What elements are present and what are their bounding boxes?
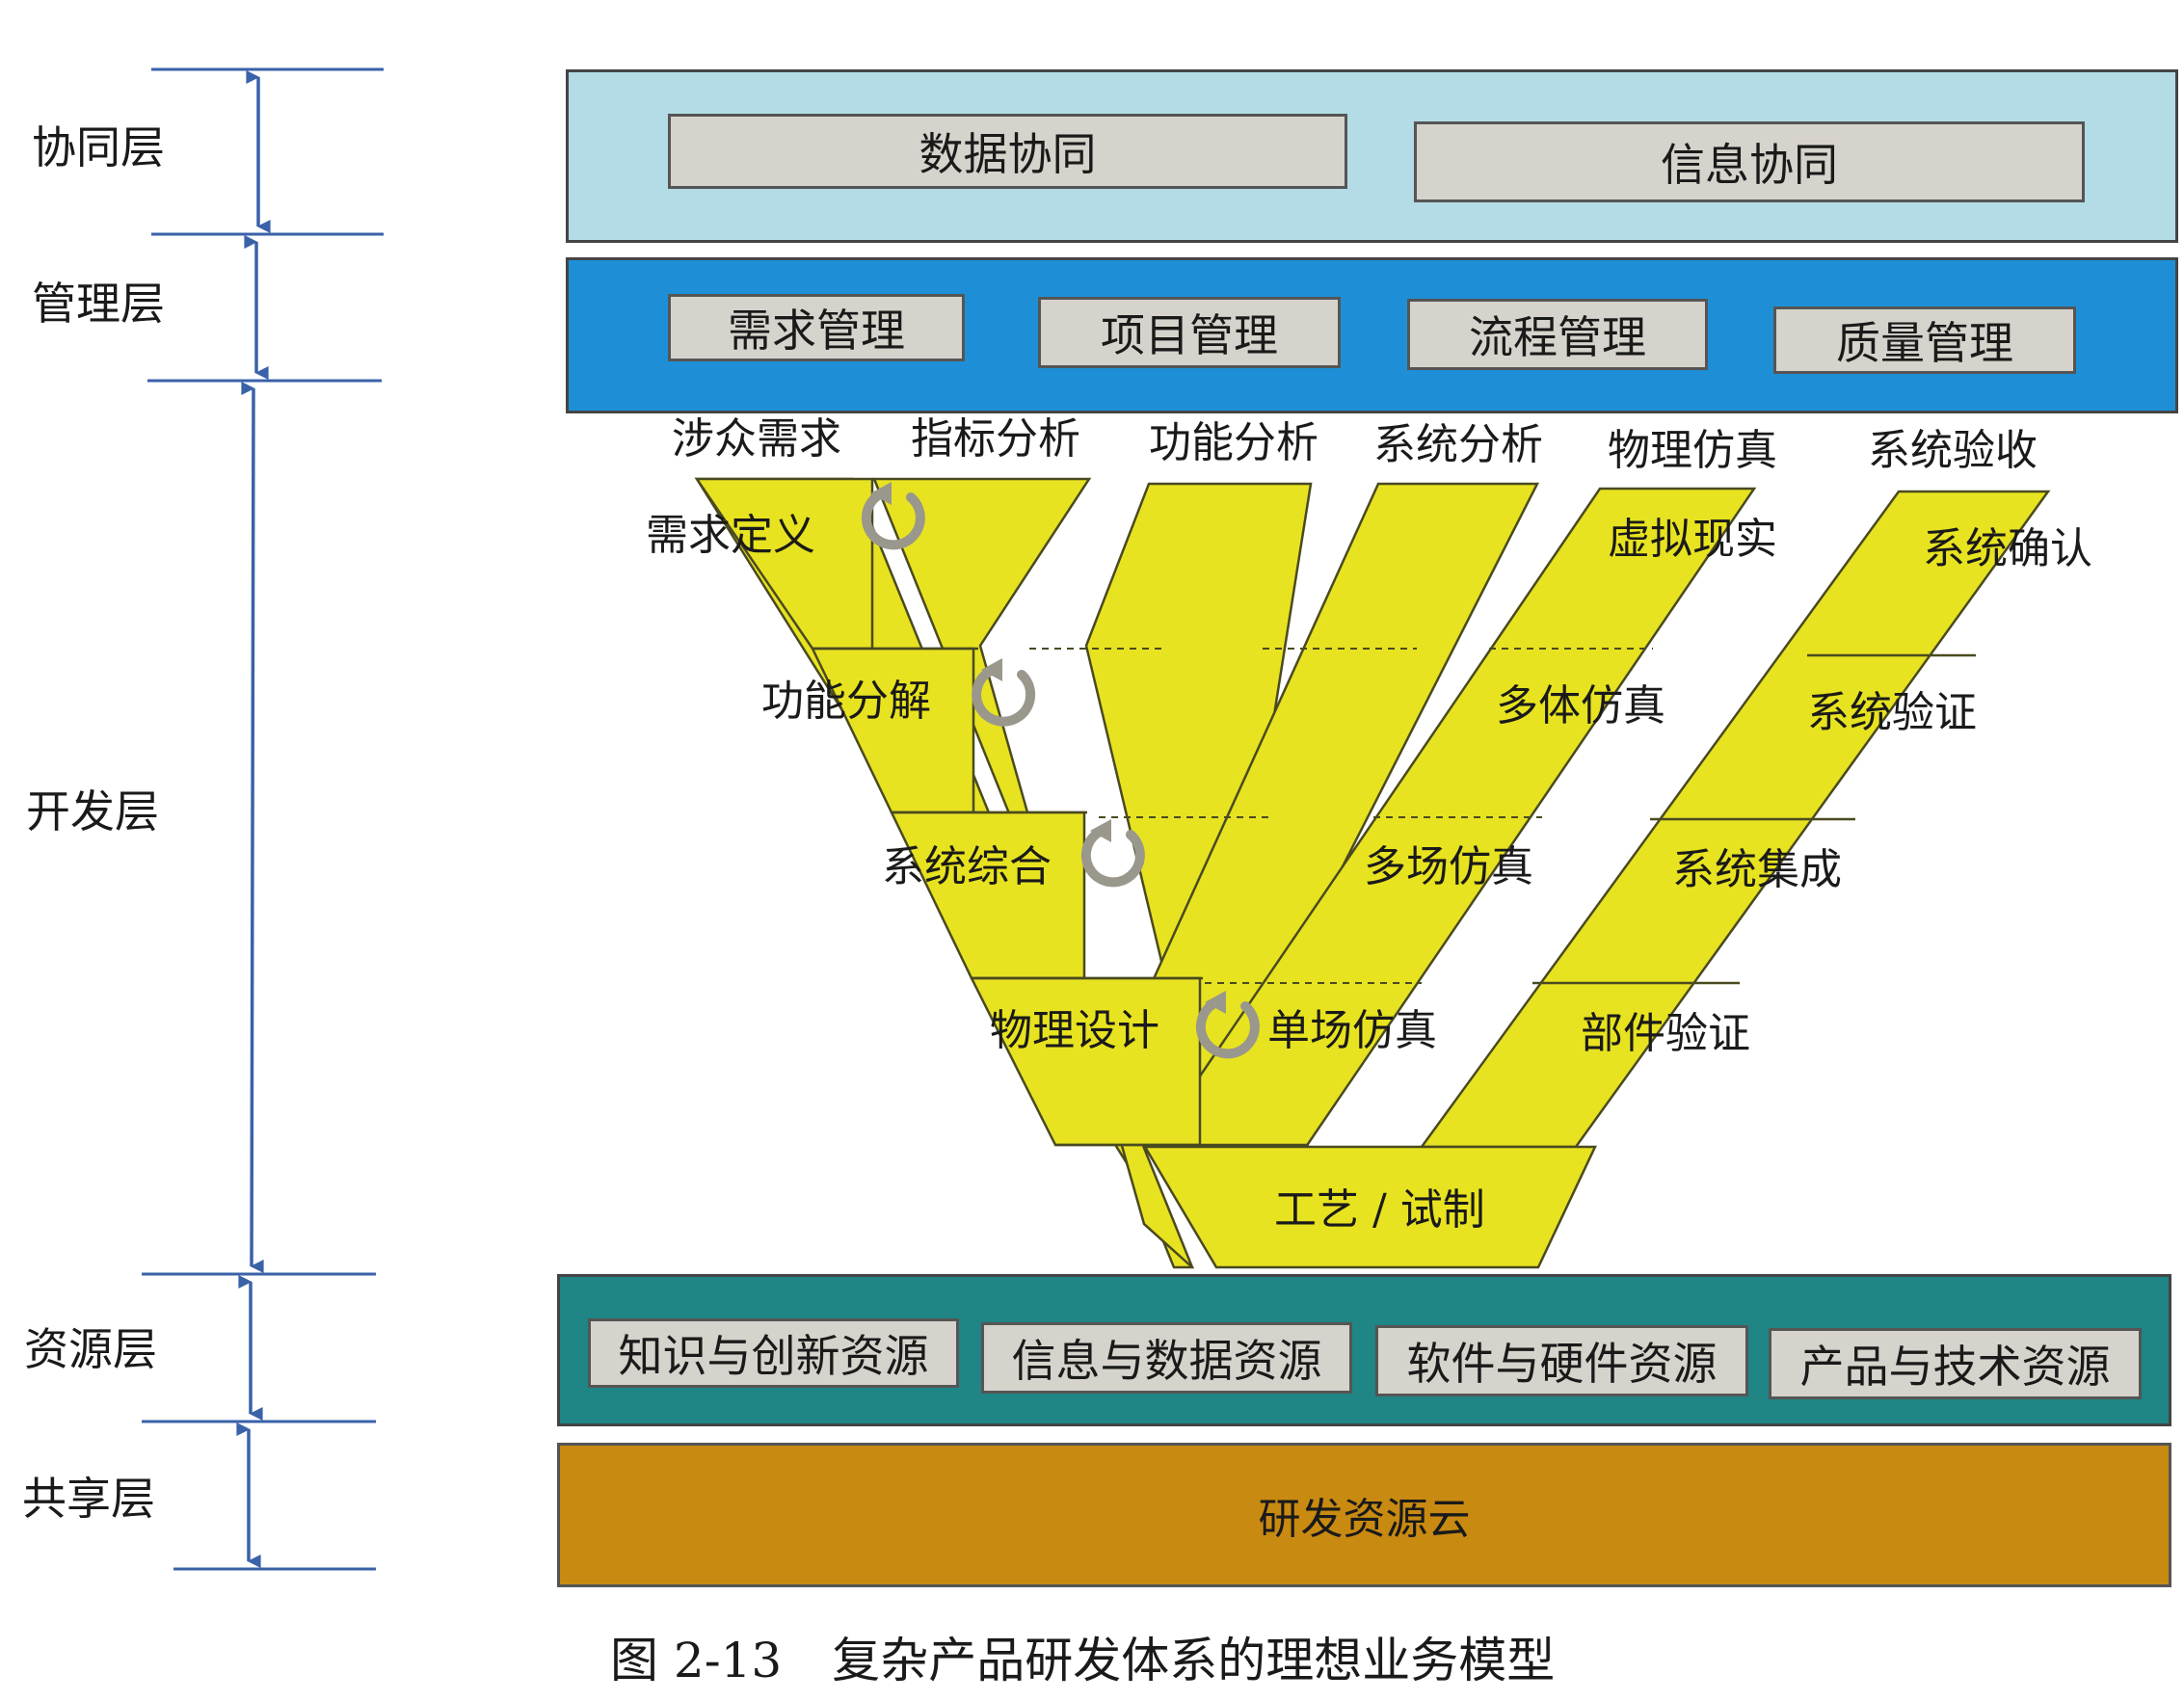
loop-icon-2: [972, 665, 1036, 727]
v-outer-label-integrate: 系统集成: [1672, 845, 1842, 894]
figure-title: 复杂产品研发体系的理想业务模型: [832, 1633, 1556, 1688]
layer-label-dev: 开发层: [26, 785, 159, 837]
loop-icon-4: [1195, 997, 1260, 1059]
mgmt-box-quality: 质量管理: [1773, 306, 2076, 374]
v-left-label-req-def: 需求定义: [646, 511, 815, 560]
v-bottom-label: 工艺 / 试制: [1274, 1185, 1485, 1235]
layer-label-collab: 协同层: [32, 121, 165, 173]
mgmt-box-project: 项目管理: [1038, 297, 1341, 368]
v-top-label-stakeholder: 涉众需求: [672, 414, 841, 464]
resource-box-product-tech: 产品与技术资源: [1769, 1328, 2142, 1399]
figure-number: 图 2-13: [610, 1633, 783, 1688]
figure-caption: 图 2-13 复杂产品研发体系的理想业务模型: [610, 1622, 1555, 1691]
v-inner-label-multibody: 多体仿真: [1496, 681, 1665, 731]
share-band: 研发资源云: [557, 1443, 2171, 1587]
v-outer-label-component: 部件验证: [1581, 1009, 1750, 1058]
resource-box-info-data: 信息与数据资源: [981, 1322, 1352, 1394]
v-left-label-sys-synth: 系统综合: [882, 842, 1052, 891]
loop-icon-1: [861, 489, 925, 550]
v-top-label-system: 系统分析: [1373, 420, 1543, 469]
mgmt-box-process: 流程管理: [1407, 299, 1708, 370]
layer-label-resource: 资源层: [24, 1323, 157, 1375]
v-inner-label-multifield: 多场仿真: [1364, 842, 1533, 891]
v-top-label-function: 功能分析: [1149, 418, 1318, 467]
layer-label-mgmt: 管理层: [32, 278, 165, 330]
v-top-label-indicator: 指标分析: [911, 414, 1080, 464]
collab-box-info: 信息协同: [1414, 121, 2085, 202]
resource-box-soft-hard: 软件与硬件资源: [1375, 1325, 1748, 1396]
v-left-label-func-decomp: 功能分解: [761, 677, 931, 726]
v-stripe-process: [1142, 1145, 1597, 1269]
v-outer-label-verify: 系统验证: [1807, 688, 1977, 737]
v-inner-label-vr: 虚拟现实: [1608, 515, 1777, 564]
v-outer-label-confirm: 系统确认: [1923, 524, 2092, 573]
mgmt-box-requirement: 需求管理: [668, 294, 965, 361]
v-left-label-phys-design: 物理设计: [990, 1006, 1159, 1055]
v-top-label-physics: 物理仿真: [1608, 426, 1777, 475]
loop-icon-3: [1080, 826, 1145, 888]
collab-box-data: 数据协同: [668, 114, 1347, 189]
layer-label-share: 共享层: [22, 1473, 155, 1525]
v-inner-label-singlefield: 单场仿真: [1267, 1006, 1437, 1055]
resource-box-knowledge: 知识与创新资源: [588, 1318, 959, 1388]
v-top-label-acceptance: 系统验收: [1868, 426, 2038, 475]
